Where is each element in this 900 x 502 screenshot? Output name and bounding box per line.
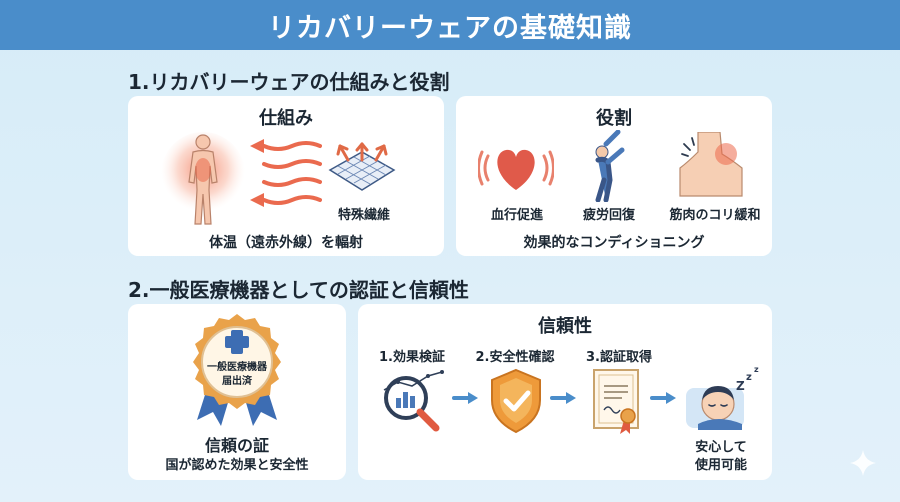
- section2-title: 2.一般医療機器としての認証と信頼性: [128, 278, 469, 302]
- badge-title: 信頼の証: [204, 436, 269, 455]
- header-banner: リカバリーウェアの基礎知識: [0, 0, 900, 50]
- badge-text-line2: 届出済: [222, 376, 252, 387]
- sparkle-icon: [850, 450, 876, 480]
- fabric-label: 特殊繊維: [337, 208, 390, 223]
- result-line1: 安心して: [695, 440, 747, 455]
- result-line2: 使用可能: [694, 458, 747, 473]
- body-heat-icon: [160, 130, 246, 230]
- badge-caption: 国が認めた効果と安全性: [165, 458, 309, 473]
- svg-text:z: z: [746, 372, 752, 383]
- stretching-person-icon: [584, 130, 634, 202]
- shoulder-icon: [678, 132, 744, 198]
- mechanism-card: 仕組み: [128, 96, 444, 256]
- step-3-label: 3.認証取得: [586, 350, 652, 365]
- role-title: 役割: [596, 108, 632, 129]
- role-card: 役割 血行促進 疲労回復 筋肉のコリ緩和 効果的なコンディショニング: [456, 96, 772, 256]
- role-item-1-label: 血行促進: [490, 208, 543, 223]
- role-item-2-label: 疲労回復: [582, 208, 635, 223]
- badge-text-line1: 一般医療機器: [207, 362, 267, 373]
- magnifier-chart-icon: [378, 370, 448, 434]
- step-1-label: 1.効果検証: [379, 350, 445, 365]
- step-2-label: 2.安全性確認: [475, 350, 555, 365]
- shield-check-icon: [488, 368, 544, 434]
- svg-text:Z: Z: [736, 379, 745, 393]
- certification-badge-icon: [185, 312, 289, 428]
- page-title: リカバリーウェアの基礎知識: [268, 12, 632, 44]
- section1-title: 1.リカバリーウェアの仕組みと役割: [128, 70, 450, 94]
- role-item-3-label: 筋肉のコリ緩和: [669, 208, 761, 223]
- heart-icon: [478, 140, 554, 196]
- trust-title: 信頼性: [538, 316, 592, 337]
- mechanism-caption: 体温（遠赤外線）を輻射: [209, 235, 363, 251]
- heat-wave-icon: [246, 136, 322, 222]
- role-caption: 効果的なコンディショニング: [523, 235, 705, 251]
- certificate-icon: [590, 368, 646, 436]
- svg-text:z: z: [754, 365, 759, 374]
- arrow-right-icon: [452, 390, 480, 406]
- badge-card: 一般医療機器 届出済 信頼の証 国が認めた効果と安全性: [128, 304, 346, 480]
- mechanism-title: 仕組み: [259, 108, 313, 129]
- trust-card: 信頼性 1.効果検証 2.安全性確認 3.認証取得: [358, 304, 772, 480]
- fabric-icon: [326, 140, 398, 202]
- arrow-right-icon: [550, 390, 578, 406]
- sleeping-person-icon: Z z z: [684, 364, 764, 434]
- arrow-right-icon: [650, 390, 678, 406]
